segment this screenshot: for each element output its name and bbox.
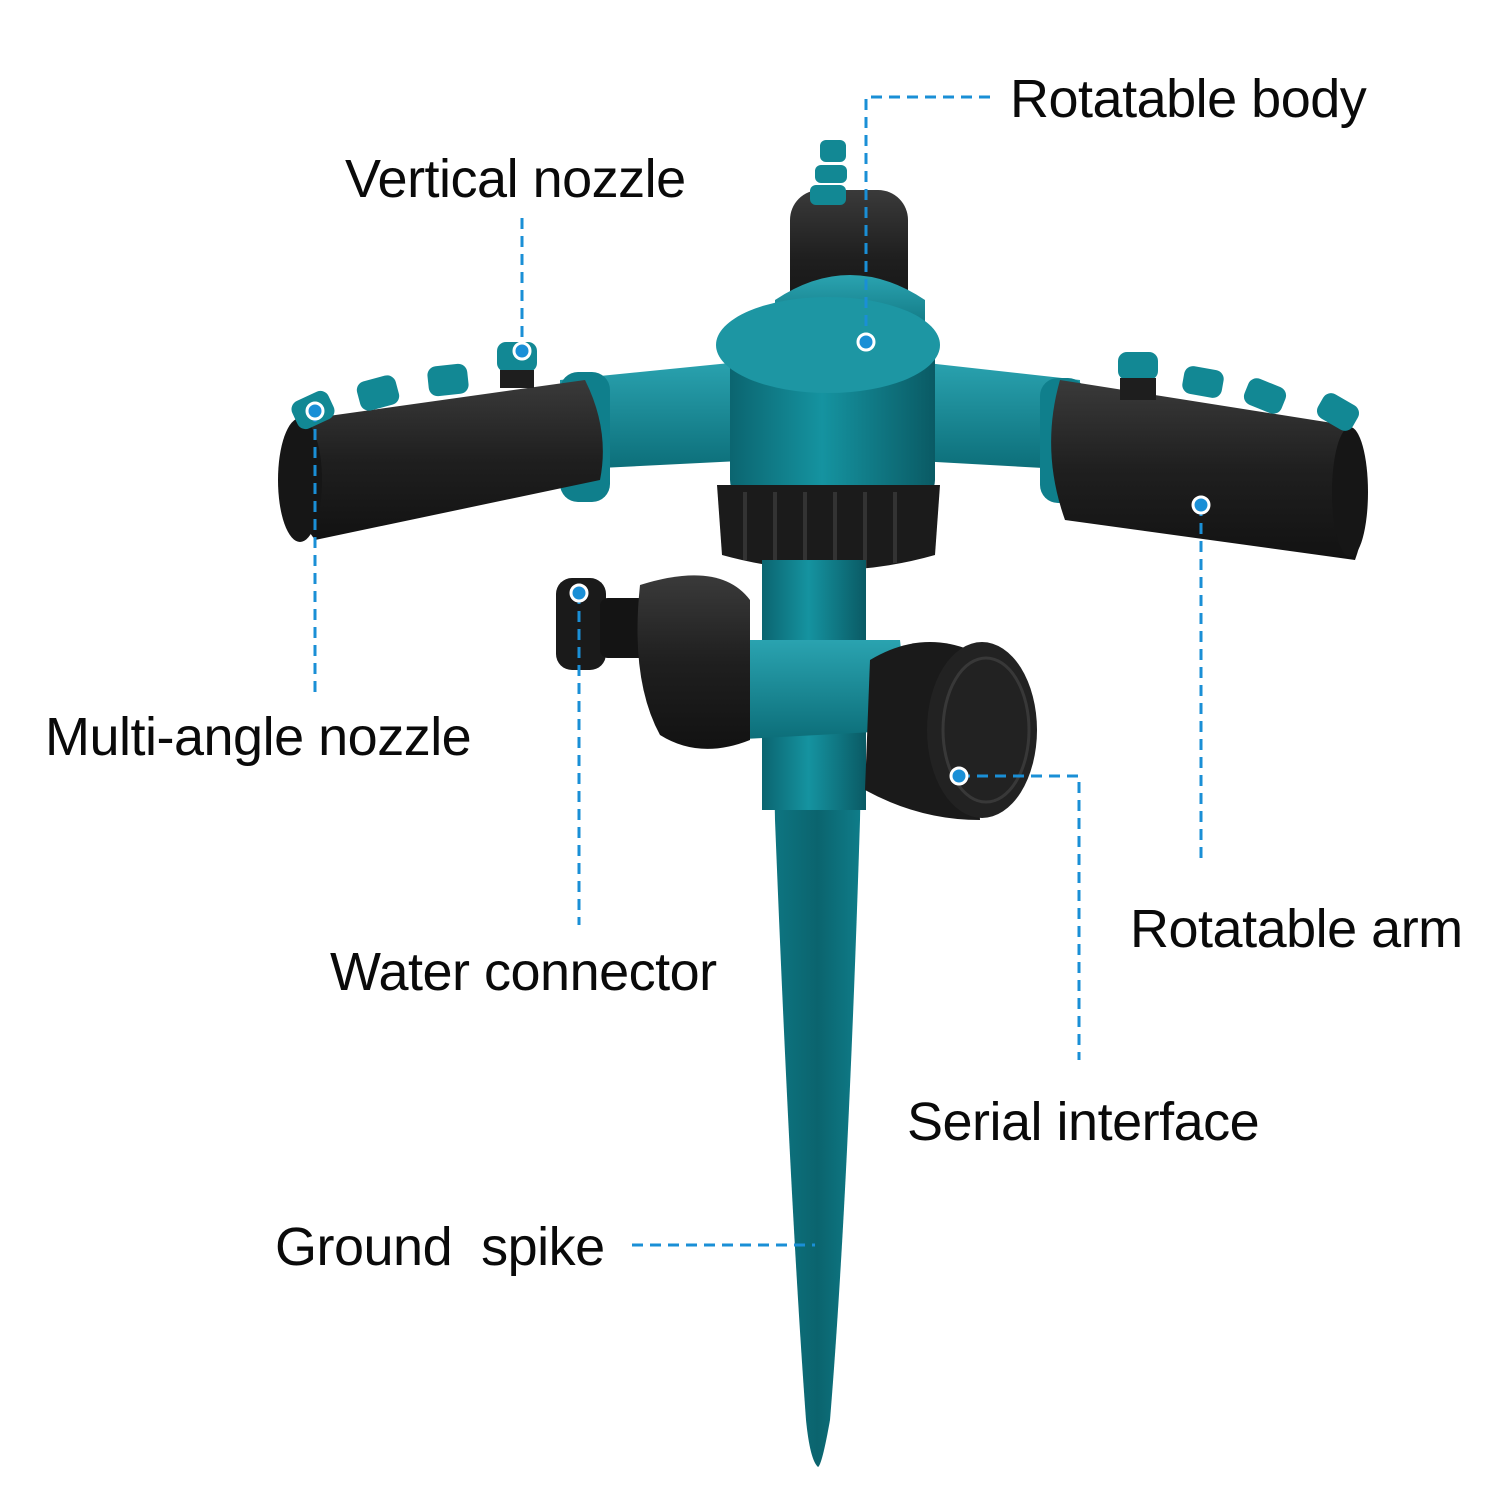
serial-interface-part [865,642,1037,820]
marker-serial-interface [949,766,969,786]
label-water-connector: Water connector [330,942,717,1002]
callout-markers [305,332,1211,786]
label-rotatable-body: Rotatable body [1010,69,1367,129]
label-ground-spike: Ground spike [275,1217,605,1277]
marker-rotatable-arm [1191,495,1211,515]
marker-water-connector [569,583,589,603]
left-arm-part [278,342,760,542]
marker-rotatable-body [856,332,876,352]
stem-part [720,560,910,810]
leader-rotatable-body [864,95,990,342]
marker-multi-angle-nozzle [305,401,325,421]
right-arm-part [900,352,1368,560]
label-serial-interface: Serial interface [907,1092,1260,1152]
label-vertical-nozzle: Vertical nozzle [345,149,686,209]
right-nozzles [1118,352,1360,431]
leader-lines [313,95,1203,1247]
marker-vertical-nozzle [512,341,532,361]
label-rotatable-arm: Rotatable arm [1130,899,1463,959]
water-connector-part [556,575,750,749]
label-multi-angle-nozzle: Multi-angle nozzle [45,707,472,767]
central-body-part [716,297,940,570]
leader-serial-interface [959,774,1081,1060]
